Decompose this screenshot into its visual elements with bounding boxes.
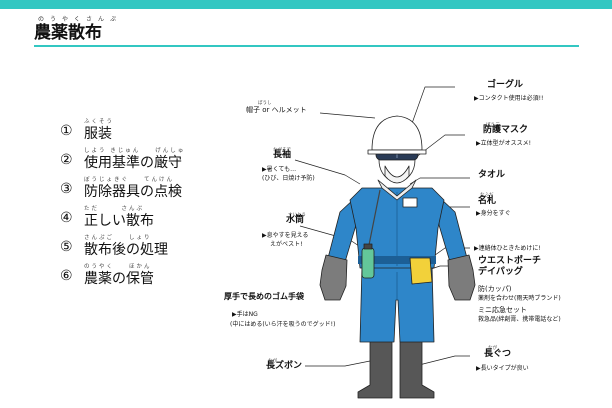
pouch-item1: 防(カッパ) bbox=[478, 285, 512, 293]
item-number: ① bbox=[60, 123, 73, 139]
item-number: ⑥ bbox=[60, 268, 73, 284]
helmet bbox=[371, 115, 423, 151]
towel bbox=[377, 179, 417, 201]
goggles-note: ▶コンタクト使用は必須!! bbox=[474, 95, 544, 102]
name-tag bbox=[402, 197, 418, 208]
gloves-label: 厚手で長めのゴム手袋 bbox=[224, 292, 304, 301]
long-sleeve-ruby: ながそで bbox=[273, 148, 291, 153]
item-ruby: ふくそう bbox=[84, 119, 115, 125]
left-glove bbox=[319, 254, 348, 301]
pouch-label-1: ウエストポーチ bbox=[478, 256, 542, 266]
left-boot bbox=[357, 337, 393, 399]
item-number: ④ bbox=[60, 210, 73, 226]
long-sleeve-note2: (ひび、日焼け予防) bbox=[262, 175, 315, 182]
gloves-note2: (中にはめる(いら汗を吸うのでグッド!) bbox=[230, 321, 336, 328]
gloves-note1: ▶手はNG bbox=[232, 311, 258, 318]
trousers bbox=[359, 265, 435, 343]
water-note1: ▶息やすを見える bbox=[262, 232, 309, 239]
boots-ruby: なが bbox=[488, 346, 497, 351]
item-text: 正しい散布 bbox=[84, 213, 154, 229]
pants-ruby: なが bbox=[268, 359, 277, 364]
mask-label: 防護マスク bbox=[483, 125, 529, 135]
page-title: 農薬散布 bbox=[34, 23, 102, 43]
nametag-label: 名札 bbox=[478, 196, 497, 206]
pouch-item2: ミニ応急セット bbox=[478, 306, 527, 314]
long-sleeve-label: 長袖 bbox=[273, 150, 292, 160]
mask bbox=[384, 165, 410, 184]
water-ruby: すいとう bbox=[288, 213, 306, 218]
helmet-label: 帽子 or ヘルメット bbox=[246, 106, 307, 114]
pants-label: 長ズボン bbox=[266, 361, 303, 371]
item-text: 使用基準の厳守 bbox=[84, 155, 182, 171]
item-number: ⑤ bbox=[60, 239, 73, 255]
item-ruby: ぼうじょきぐ てんけん bbox=[84, 177, 175, 183]
helmet-ruby: ぼうし bbox=[258, 101, 272, 106]
item-ruby: のうやく ほかん bbox=[84, 264, 152, 270]
waist-pouch bbox=[409, 257, 433, 285]
pouch-item1-note: 薬剤を合わせ(雨天時ブランド) bbox=[478, 295, 561, 302]
towel-label: タオル bbox=[478, 170, 506, 180]
item-text: 服装 bbox=[84, 126, 112, 142]
mask-note: ▶立体型がオススメ! bbox=[476, 140, 532, 147]
right-glove bbox=[447, 254, 476, 301]
title-underline bbox=[34, 45, 579, 47]
nametag-note: ▶身分をすぐ bbox=[476, 210, 511, 217]
title-ruby: のうやくさんぷ bbox=[38, 16, 123, 23]
item-number: ③ bbox=[60, 181, 73, 197]
water-note2: えがベスト! bbox=[270, 241, 303, 248]
header-bar bbox=[0, 0, 612, 9]
right-sleeve bbox=[438, 197, 468, 263]
boots-note: ▶長いタイプが良い bbox=[476, 365, 529, 372]
long-sleeve-note1: ▶暑くても… bbox=[262, 166, 297, 173]
pouch-item2-note: 救急品(絆創膏、携帯電話など) bbox=[478, 316, 561, 323]
mask-ruby: ぼうご bbox=[486, 123, 500, 128]
contact-note: ▶連絡体ひときためけに! bbox=[474, 245, 541, 252]
item-text: 農薬の保管 bbox=[84, 271, 154, 287]
item-number: ② bbox=[60, 152, 73, 168]
item-text: 散布後の処理 bbox=[84, 242, 168, 258]
right-boot bbox=[399, 337, 435, 399]
pouch-label-2: デイパッグ bbox=[478, 267, 523, 277]
boots-label: 長ぐつ bbox=[484, 349, 512, 359]
goggles-label: ゴーグル bbox=[487, 80, 524, 90]
item-text: 防除器具の点検 bbox=[84, 184, 182, 200]
item-ruby: さんぷご しょり bbox=[84, 235, 152, 241]
belt bbox=[358, 256, 436, 264]
title-block: のうやくさんぷ 農薬散布 bbox=[34, 16, 122, 43]
water-bottle bbox=[361, 247, 375, 279]
item-ruby: しよう きじゅん げんしゅ bbox=[84, 148, 186, 154]
water-label: 水筒 bbox=[286, 215, 305, 225]
item-ruby: ただ さんぷ bbox=[84, 206, 145, 212]
nametag-ruby: なふだ bbox=[480, 193, 494, 198]
